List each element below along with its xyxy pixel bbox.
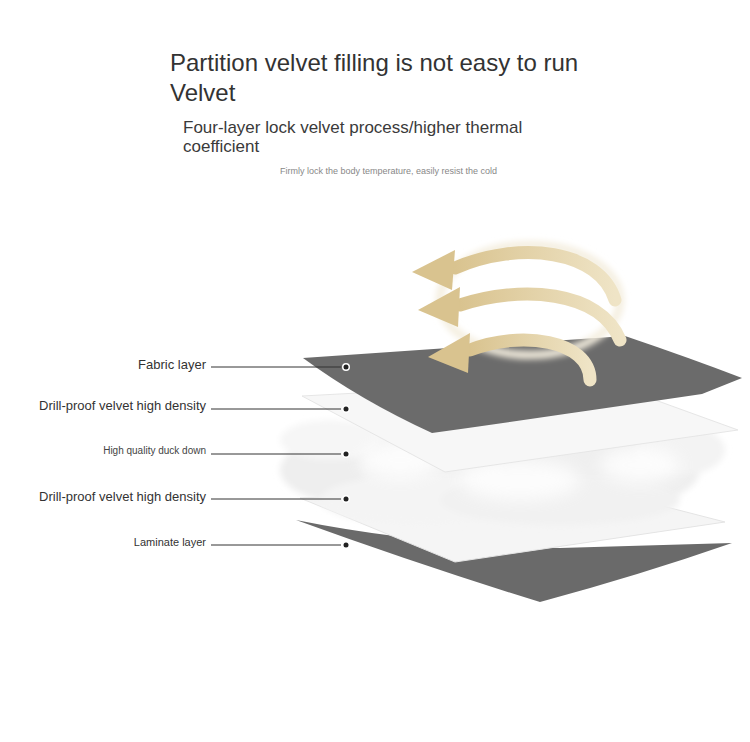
leader-lines xyxy=(211,367,341,545)
layer-label: Laminate layer xyxy=(134,536,206,549)
subtitle: Four-layer lock velvet process/higher th… xyxy=(183,118,583,156)
heat-arrows xyxy=(412,245,620,380)
leader-dots xyxy=(342,363,350,549)
note-text: Firmly lock the body temperature, easily… xyxy=(280,166,510,177)
layer-label: High quality duck down xyxy=(103,445,206,457)
layer-label: Drill-proof velvet high density xyxy=(39,489,206,505)
layer-label: Drill-proof velvet high density xyxy=(39,398,206,414)
layer-label: Fabric layer xyxy=(138,357,206,373)
fabric-sheet xyxy=(303,336,742,433)
page-title: Partition velvet filling is not easy to … xyxy=(170,48,610,108)
